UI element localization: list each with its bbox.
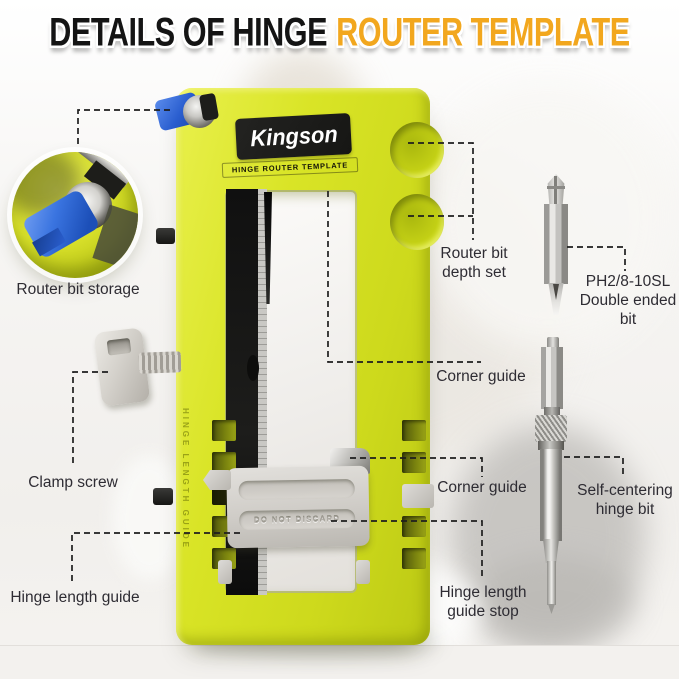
leader-router-bit-storage xyxy=(77,109,170,148)
comb-slot xyxy=(402,420,426,441)
label-router-bit-storage: Router bit storage xyxy=(16,281,140,298)
hinge-bit-point xyxy=(548,604,555,614)
comb-slot xyxy=(212,420,236,441)
bottom-corner-tab-right xyxy=(356,560,370,584)
hinge-bit-hex-top xyxy=(547,337,559,349)
flathead-slot xyxy=(553,284,559,300)
hinge-bit-hex-shank xyxy=(541,347,563,409)
label-clamp-screw: Clamp screw xyxy=(28,474,118,491)
router-bit-depth-recess-top xyxy=(390,122,444,178)
table-surface xyxy=(0,645,679,679)
title-highlight: ROUTER TEMPLATE xyxy=(336,10,630,55)
guide-bar-slot-lower: DO NOT DISCARD xyxy=(239,509,356,531)
hinge-bit-body xyxy=(540,449,562,541)
comb-slot xyxy=(402,516,426,537)
ruler-hole xyxy=(247,355,259,381)
hinge-bit-neck xyxy=(544,407,560,417)
label-self-centering-hinge-bit: Self-centering hinge bit xyxy=(577,482,673,518)
title-prefix: DETAILS OF HINGE xyxy=(49,10,328,55)
hinge-length-guide-bar: DO NOT DISCARD xyxy=(226,465,370,549)
hinge-bit-knurled-collar xyxy=(535,415,567,442)
label-corner-guide-bottom: Corner guide xyxy=(437,479,527,496)
hinge-bit-taper xyxy=(543,539,559,563)
label-corner-guide-top: Corner guide xyxy=(436,368,526,385)
brand-plate: Kingson xyxy=(235,113,352,160)
comb-slot xyxy=(402,548,426,569)
guide-bar-left-tab xyxy=(203,470,231,490)
clamp-screw-thread xyxy=(138,351,182,374)
ruler-clip xyxy=(264,192,272,304)
comb-slot xyxy=(402,452,426,473)
hinge-bit-drill xyxy=(547,561,556,605)
ruler-metal-edge xyxy=(258,189,267,595)
label-router-bit-depth-set: Router bit depth set xyxy=(440,245,508,281)
bottom-corner-tab-left xyxy=(218,560,232,584)
double-ended-bit-body xyxy=(544,204,568,284)
brand-logo-text: Kingson xyxy=(249,120,338,152)
hinge-bit-lock-ring xyxy=(538,441,564,450)
side-knob-upper xyxy=(156,228,175,244)
guide-bar-slot-upper xyxy=(238,479,355,501)
side-embossed-text: HINGE LENGTH GUIDE xyxy=(181,408,190,551)
label-hinge-length-guide-stop: Hinge length guide stop xyxy=(439,584,527,620)
router-bit-storage-inset xyxy=(12,152,138,278)
right-guide-tab xyxy=(402,484,434,508)
clamp-screw-slot xyxy=(106,337,132,356)
router-bit-depth-recess-bottom xyxy=(390,194,444,250)
embossed-text: DO NOT DISCARD xyxy=(253,514,341,525)
label-double-ended-bit: PH2/8-10SL Double ended bit xyxy=(579,273,677,328)
comb-slot xyxy=(212,452,236,473)
label-hinge-length-guide: Hinge length guide xyxy=(10,589,140,606)
side-knob-lower xyxy=(153,488,173,505)
phillips-cross xyxy=(554,176,557,204)
phillips-cross xyxy=(547,186,565,189)
